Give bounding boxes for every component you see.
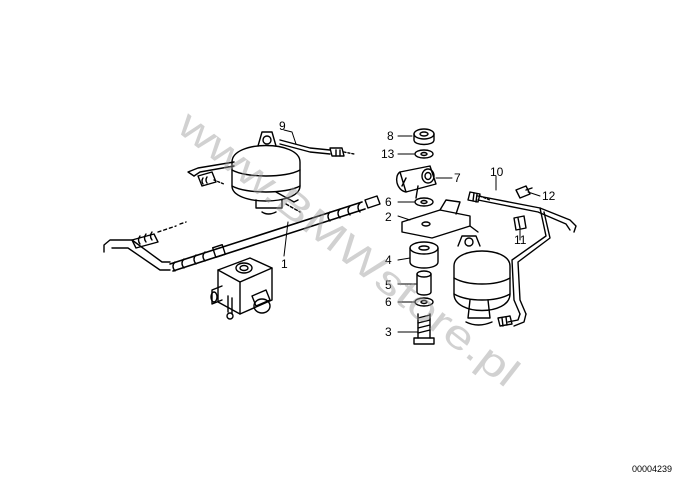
callout-6-upper: 6 [385,195,392,209]
callout-4: 4 [385,253,392,267]
clip-part-12 [515,185,533,199]
line-part-10 [467,191,577,327]
washer-part-6-upper [414,197,434,207]
bracket-part-2 [401,199,479,239]
washer-part-13 [414,149,434,159]
nut-part-8 [413,128,435,146]
callout-12: 12 [542,189,556,203]
callout-5: 5 [385,278,392,292]
callout-8: 8 [387,129,394,143]
left-accumulator [231,131,301,215]
callout-13: 13 [381,147,395,161]
catalog-number: 00004239 [631,464,672,474]
callout-labels: 1 2 3 4 5 6 6 7 8 9 10 11 12 13 [279,119,556,339]
left-brake-line [103,221,187,271]
distributor-block [210,257,273,320]
callout-6-lower: 6 [385,295,392,309]
callout-9: 9 [279,119,286,133]
callout-11: 11 [514,233,527,247]
tee-fitting-part-7 [395,165,437,199]
right-accumulator [453,235,511,326]
rubber-mount-part-4 [409,241,439,269]
bolt-part-3 [413,313,435,345]
sleeve-part-5 [416,270,432,296]
callout-1: 1 [281,257,288,271]
leader-lines [283,129,541,333]
callout-10: 10 [490,165,504,179]
clip-part-11 [513,215,527,231]
washer-part-6-lower [414,297,434,307]
callout-2: 2 [385,210,392,224]
callout-7: 7 [454,171,461,185]
line-part-9 [187,139,355,187]
watermark-text: www.BMWstore.pl [168,102,527,396]
callout-3: 3 [385,325,392,339]
hose-part-1 [169,195,381,272]
